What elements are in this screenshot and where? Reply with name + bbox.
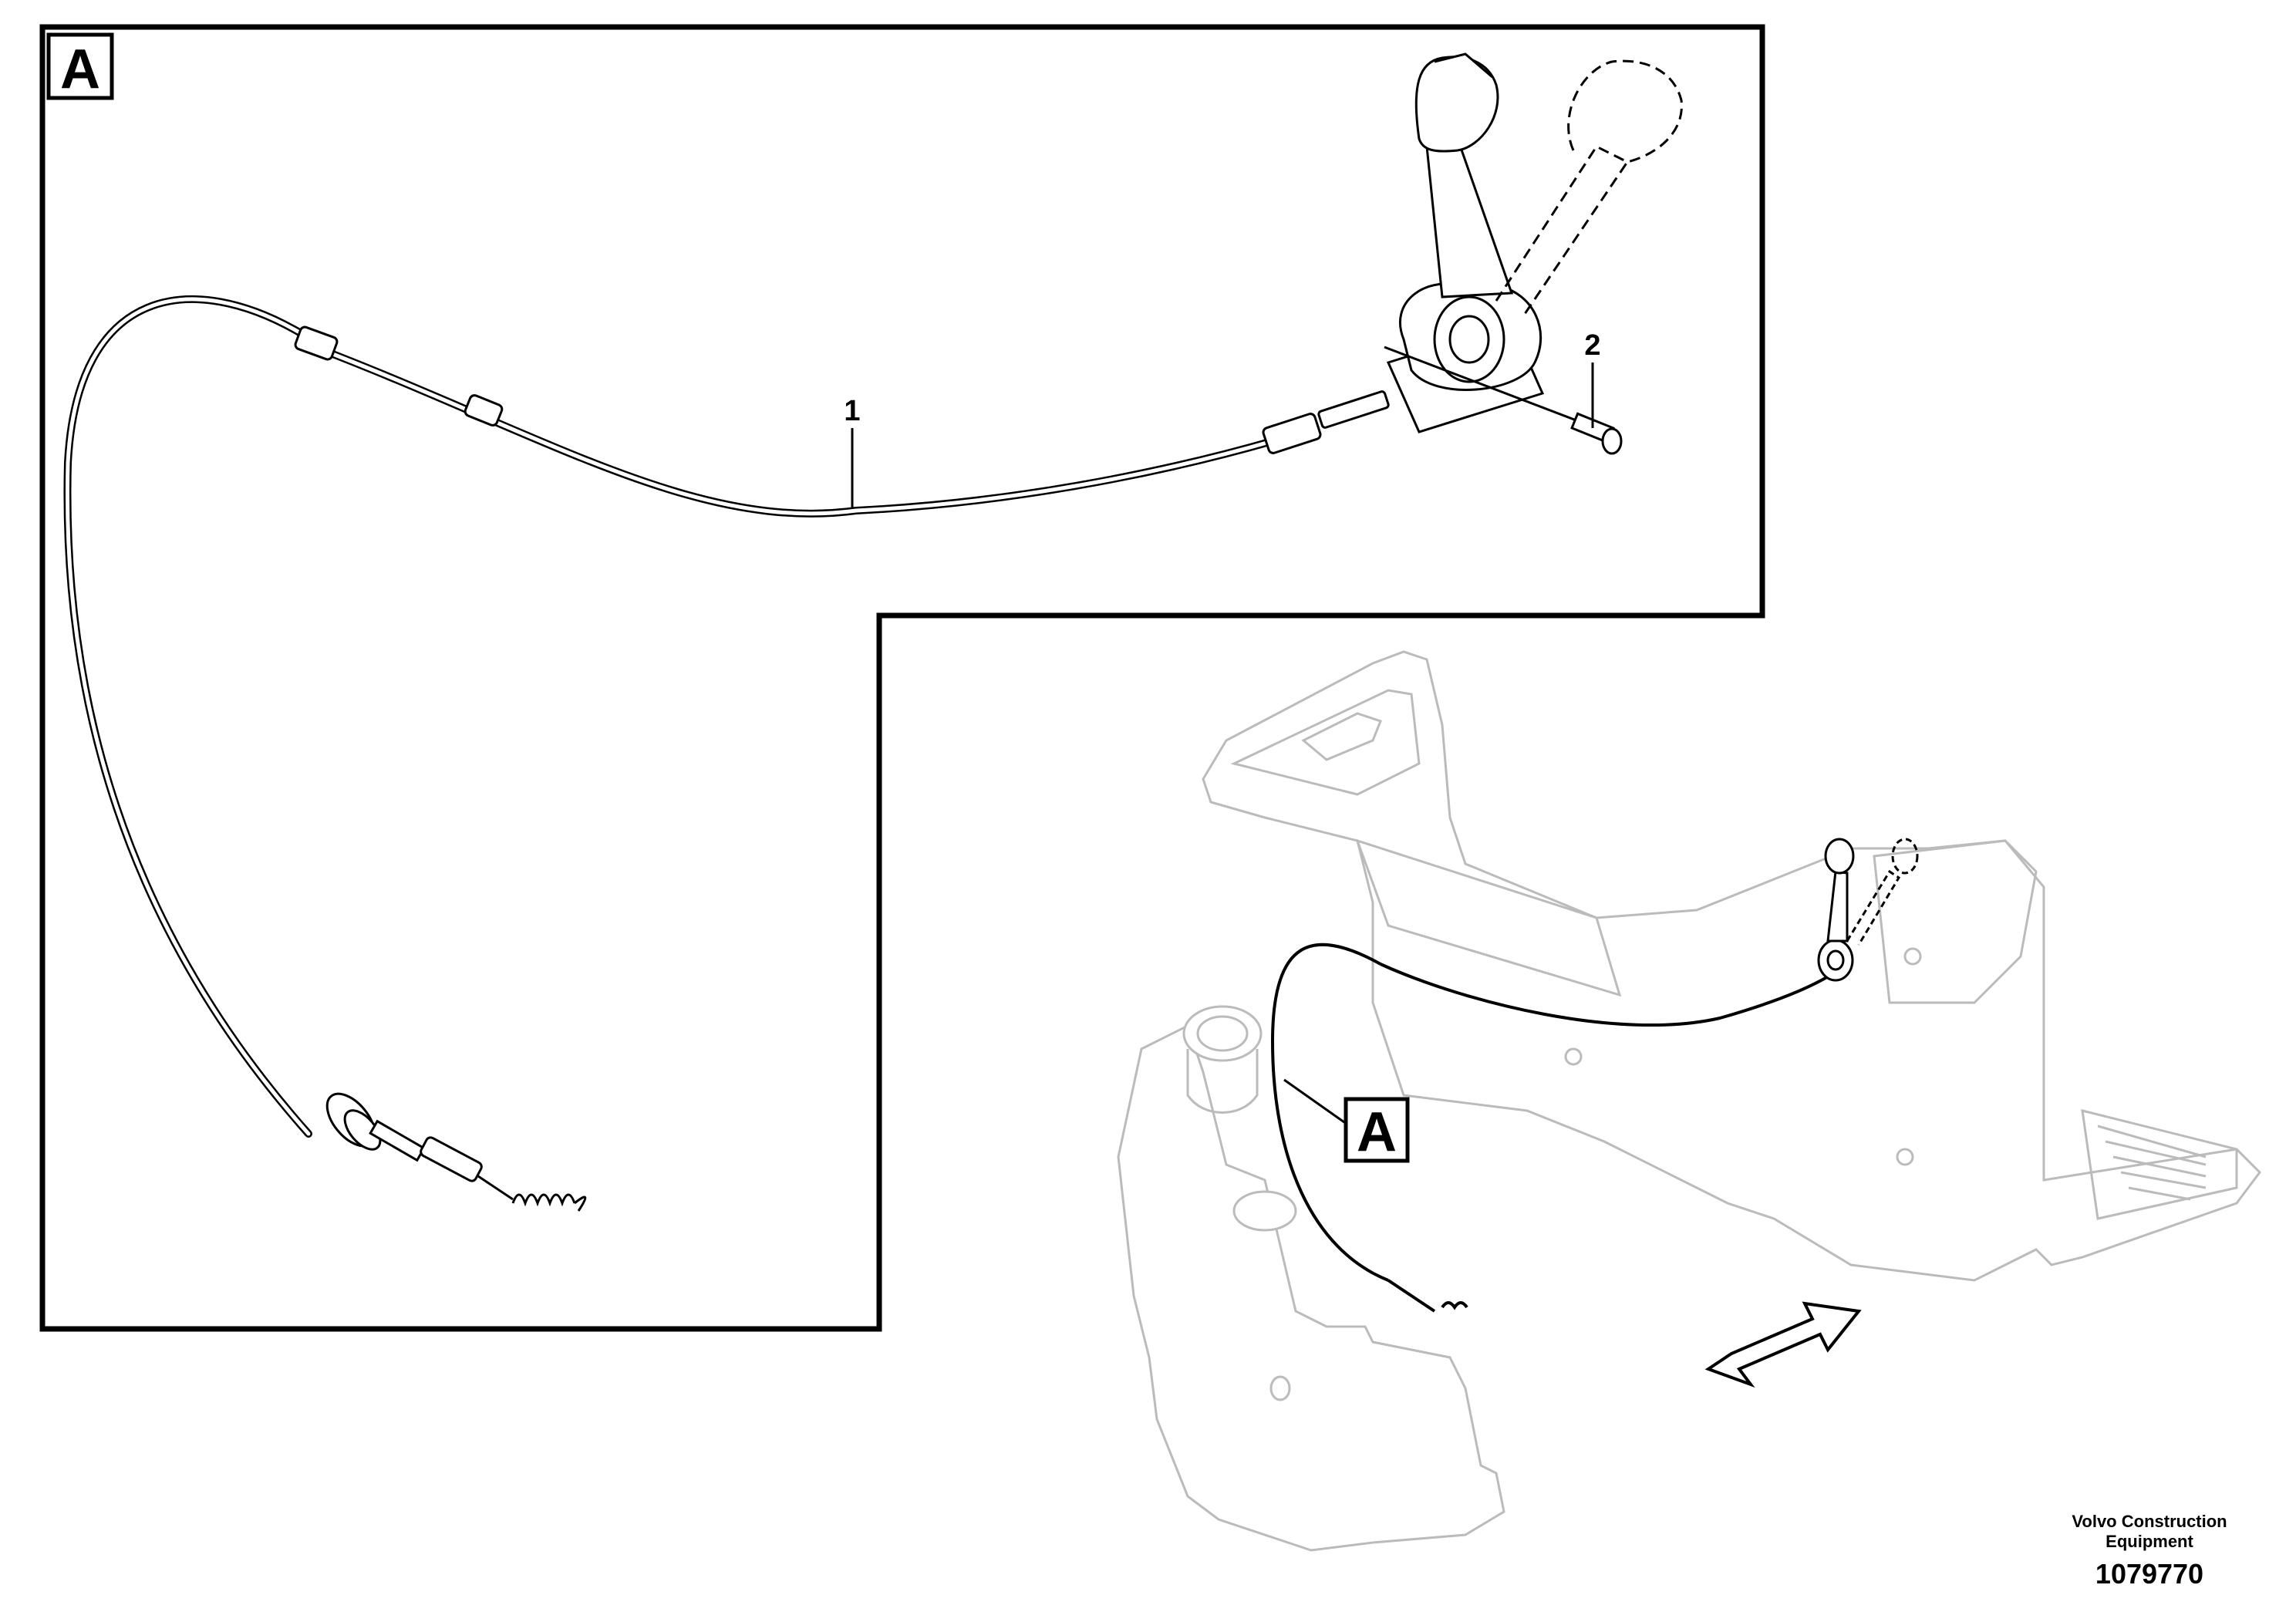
brand-line-2: Equipment [2106,1532,2193,1551]
throttle-cable [63,295,1390,1138]
detail-label-box [46,32,114,100]
lever-alternate-position [1495,59,1683,317]
brand-line-1: Volvo Construction [2072,1512,2227,1531]
cab-floor-frame [1202,650,2261,1282]
fuel-tank [1117,1005,1505,1552]
detail-label: A [60,39,100,100]
overview-label-leader [1283,1078,1350,1128]
callout-2: 2 [1584,329,1600,362]
callout-1: 1 [844,395,860,427]
throttle-lever [1386,52,1545,433]
overview-label: A [1357,1101,1397,1163]
cable-spring-end [325,1092,587,1212]
detail-frame [39,24,1765,1332]
overview-cable [1270,943,1837,1313]
overview-lever [1817,838,1919,982]
footer: Volvo Construction Equipment 1079770 [2026,1512,2273,1590]
overview-label-box [1344,1097,1410,1163]
drawing-number: 1079770 [2095,1558,2204,1590]
direction-arrow [1704,1301,1862,1388]
